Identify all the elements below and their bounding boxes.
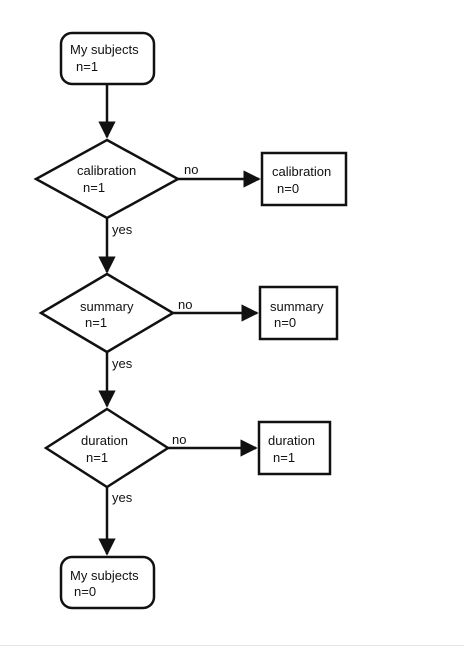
bottom-divider (0, 645, 464, 646)
excluded-calibration-count: n=0 (277, 181, 299, 196)
end-node-count: n=0 (74, 584, 96, 599)
start-node-label: My subjects (70, 42, 139, 57)
calibration-yes-label: yes (112, 222, 133, 237)
summary-no-label: no (178, 297, 192, 312)
summary-yes-label: yes (112, 356, 133, 371)
decision-duration-label: duration (81, 433, 128, 448)
calibration-no-label: no (184, 162, 198, 177)
decision-duration: duration n=1 (43, 407, 171, 489)
decision-summary: summary n=1 (38, 272, 176, 354)
connectors (98, 84, 261, 556)
decision-summary-count: n=1 (85, 315, 107, 330)
duration-no-label: no (172, 432, 186, 447)
end-node: My subjects n=0 (59, 555, 156, 610)
start-node: My subjects n=1 (59, 31, 156, 86)
start-node-count: n=1 (76, 59, 98, 74)
excluded-duration-count: n=1 (273, 450, 295, 465)
duration-yes-label: yes (112, 490, 133, 505)
excluded-box-calibration: calibration n=0 (260, 151, 348, 207)
excluded-duration-label: duration (268, 433, 315, 448)
decision-summary-label: summary (80, 299, 134, 314)
decision-calibration-count: n=1 (83, 180, 105, 195)
excluded-summary-label: summary (270, 299, 324, 314)
decision-calibration-label: calibration (77, 163, 136, 178)
excluded-summary-count: n=0 (274, 315, 296, 330)
excluded-calibration-label: calibration (272, 164, 331, 179)
excluded-box-duration: duration n=1 (257, 420, 332, 476)
decision-calibration: calibration n=1 (33, 138, 181, 220)
decision-duration-count: n=1 (86, 450, 108, 465)
end-node-label: My subjects (70, 568, 139, 583)
excluded-box-summary: summary n=0 (258, 285, 339, 341)
